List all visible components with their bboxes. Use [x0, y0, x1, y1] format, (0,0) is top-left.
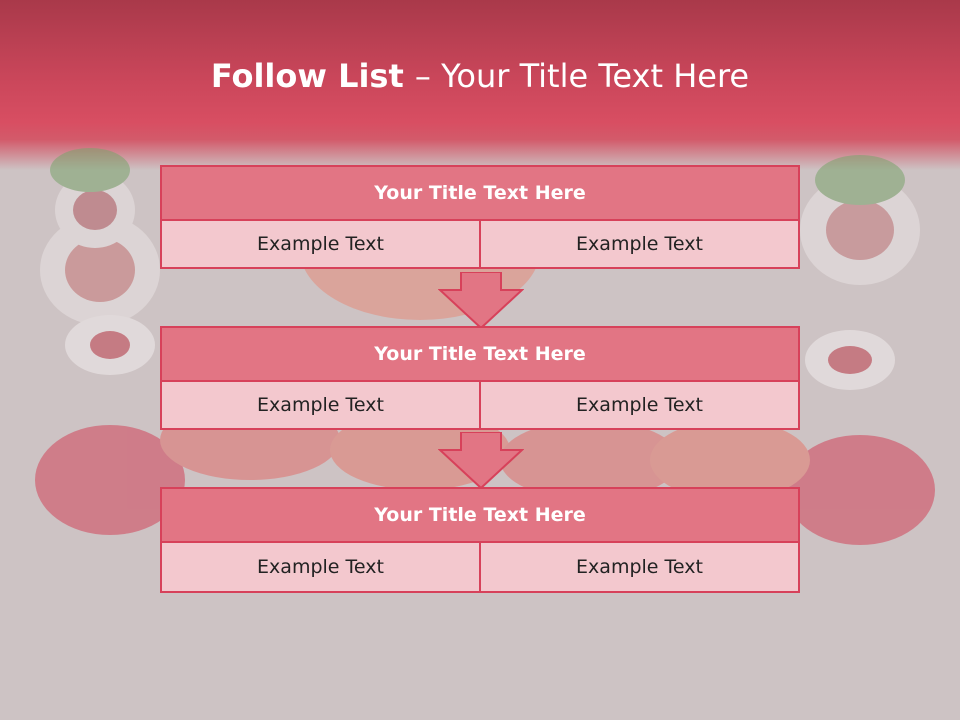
block-cell-right: Example Text	[479, 541, 800, 593]
block-cell-left: Example Text	[160, 541, 481, 593]
block-title: Your Title Text Here	[160, 326, 800, 382]
block-cell-left: Example Text	[160, 219, 481, 269]
follow-block-2: Your Title Text Here Example Text Exampl…	[160, 326, 800, 430]
slide-title: Follow List – Your Title Text Here	[0, 56, 960, 96]
follow-block-1: Your Title Text Here Example Text Exampl…	[160, 165, 800, 269]
block-cell-left: Example Text	[160, 380, 481, 430]
down-arrow-icon	[438, 432, 524, 490]
block-title: Your Title Text Here	[160, 165, 800, 221]
header-band	[0, 0, 960, 170]
block-cell-right: Example Text	[479, 219, 800, 269]
slide-title-bold: Follow List	[210, 57, 415, 95]
block-title: Your Title Text Here	[160, 487, 800, 543]
down-arrow-icon	[438, 272, 524, 330]
follow-block-3: Your Title Text Here Example Text Exampl…	[160, 487, 800, 593]
slide-title-rest: – Your Title Text Here	[414, 57, 750, 95]
block-cell-right: Example Text	[479, 380, 800, 430]
